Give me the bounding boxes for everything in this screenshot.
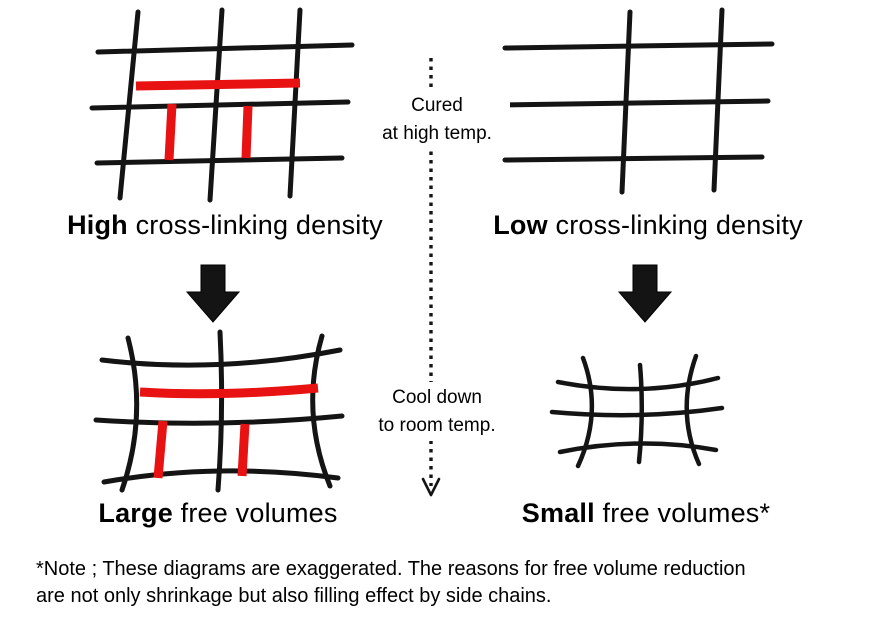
large-free-volume-crosslinks-icon [139,383,319,479]
flow-label-cured: Cured at high temp. [364,90,510,150]
caption-low-density-rest: cross-linking density [547,210,803,240]
caption-low-density: Low cross-linking density [462,210,834,241]
large-free-volume-grid-icon [93,329,345,493]
caption-low-density-bold: Low [493,210,548,240]
footnote-line1: *Note ; These diagrams are exaggerated. … [36,558,746,580]
flow-label-cured-line2: at high temp. [382,122,492,144]
small-free-volume-grid-icon [549,353,725,469]
caption-small-free-volumes: Small free volumes* [478,498,814,529]
low-density-grid-icon [497,7,775,195]
footnote: *Note ; These diagrams are exaggerated. … [36,556,866,610]
flow-label-cool-line2: to room temp. [378,414,496,436]
high-density-crosslinks-icon [135,78,301,161]
caption-high-density: High cross-linking density [30,210,420,241]
flow-label-cured-line1: Cured [411,95,463,116]
caption-large-free-volumes: Large free volumes [58,498,378,529]
down-arrow-left-icon [185,264,241,323]
high-density-grid-icon [89,7,355,203]
down-arrow-right-icon [617,264,673,323]
flow-label-cool-line1: Cool down [392,387,482,408]
flow-label-cool-down: Cool down to room temp. [358,382,516,442]
caption-high-density-bold: High [67,210,128,240]
caption-small-free-volumes-rest: free volumes* [594,498,771,528]
footnote-line2: are not only shrinkage but also filling … [36,585,552,607]
caption-high-density-rest: cross-linking density [127,210,383,240]
caption-small-free-volumes-bold: Small [521,498,595,528]
caption-large-free-volumes-rest: free volumes [172,498,338,528]
caption-large-free-volumes-bold: Large [98,498,173,528]
